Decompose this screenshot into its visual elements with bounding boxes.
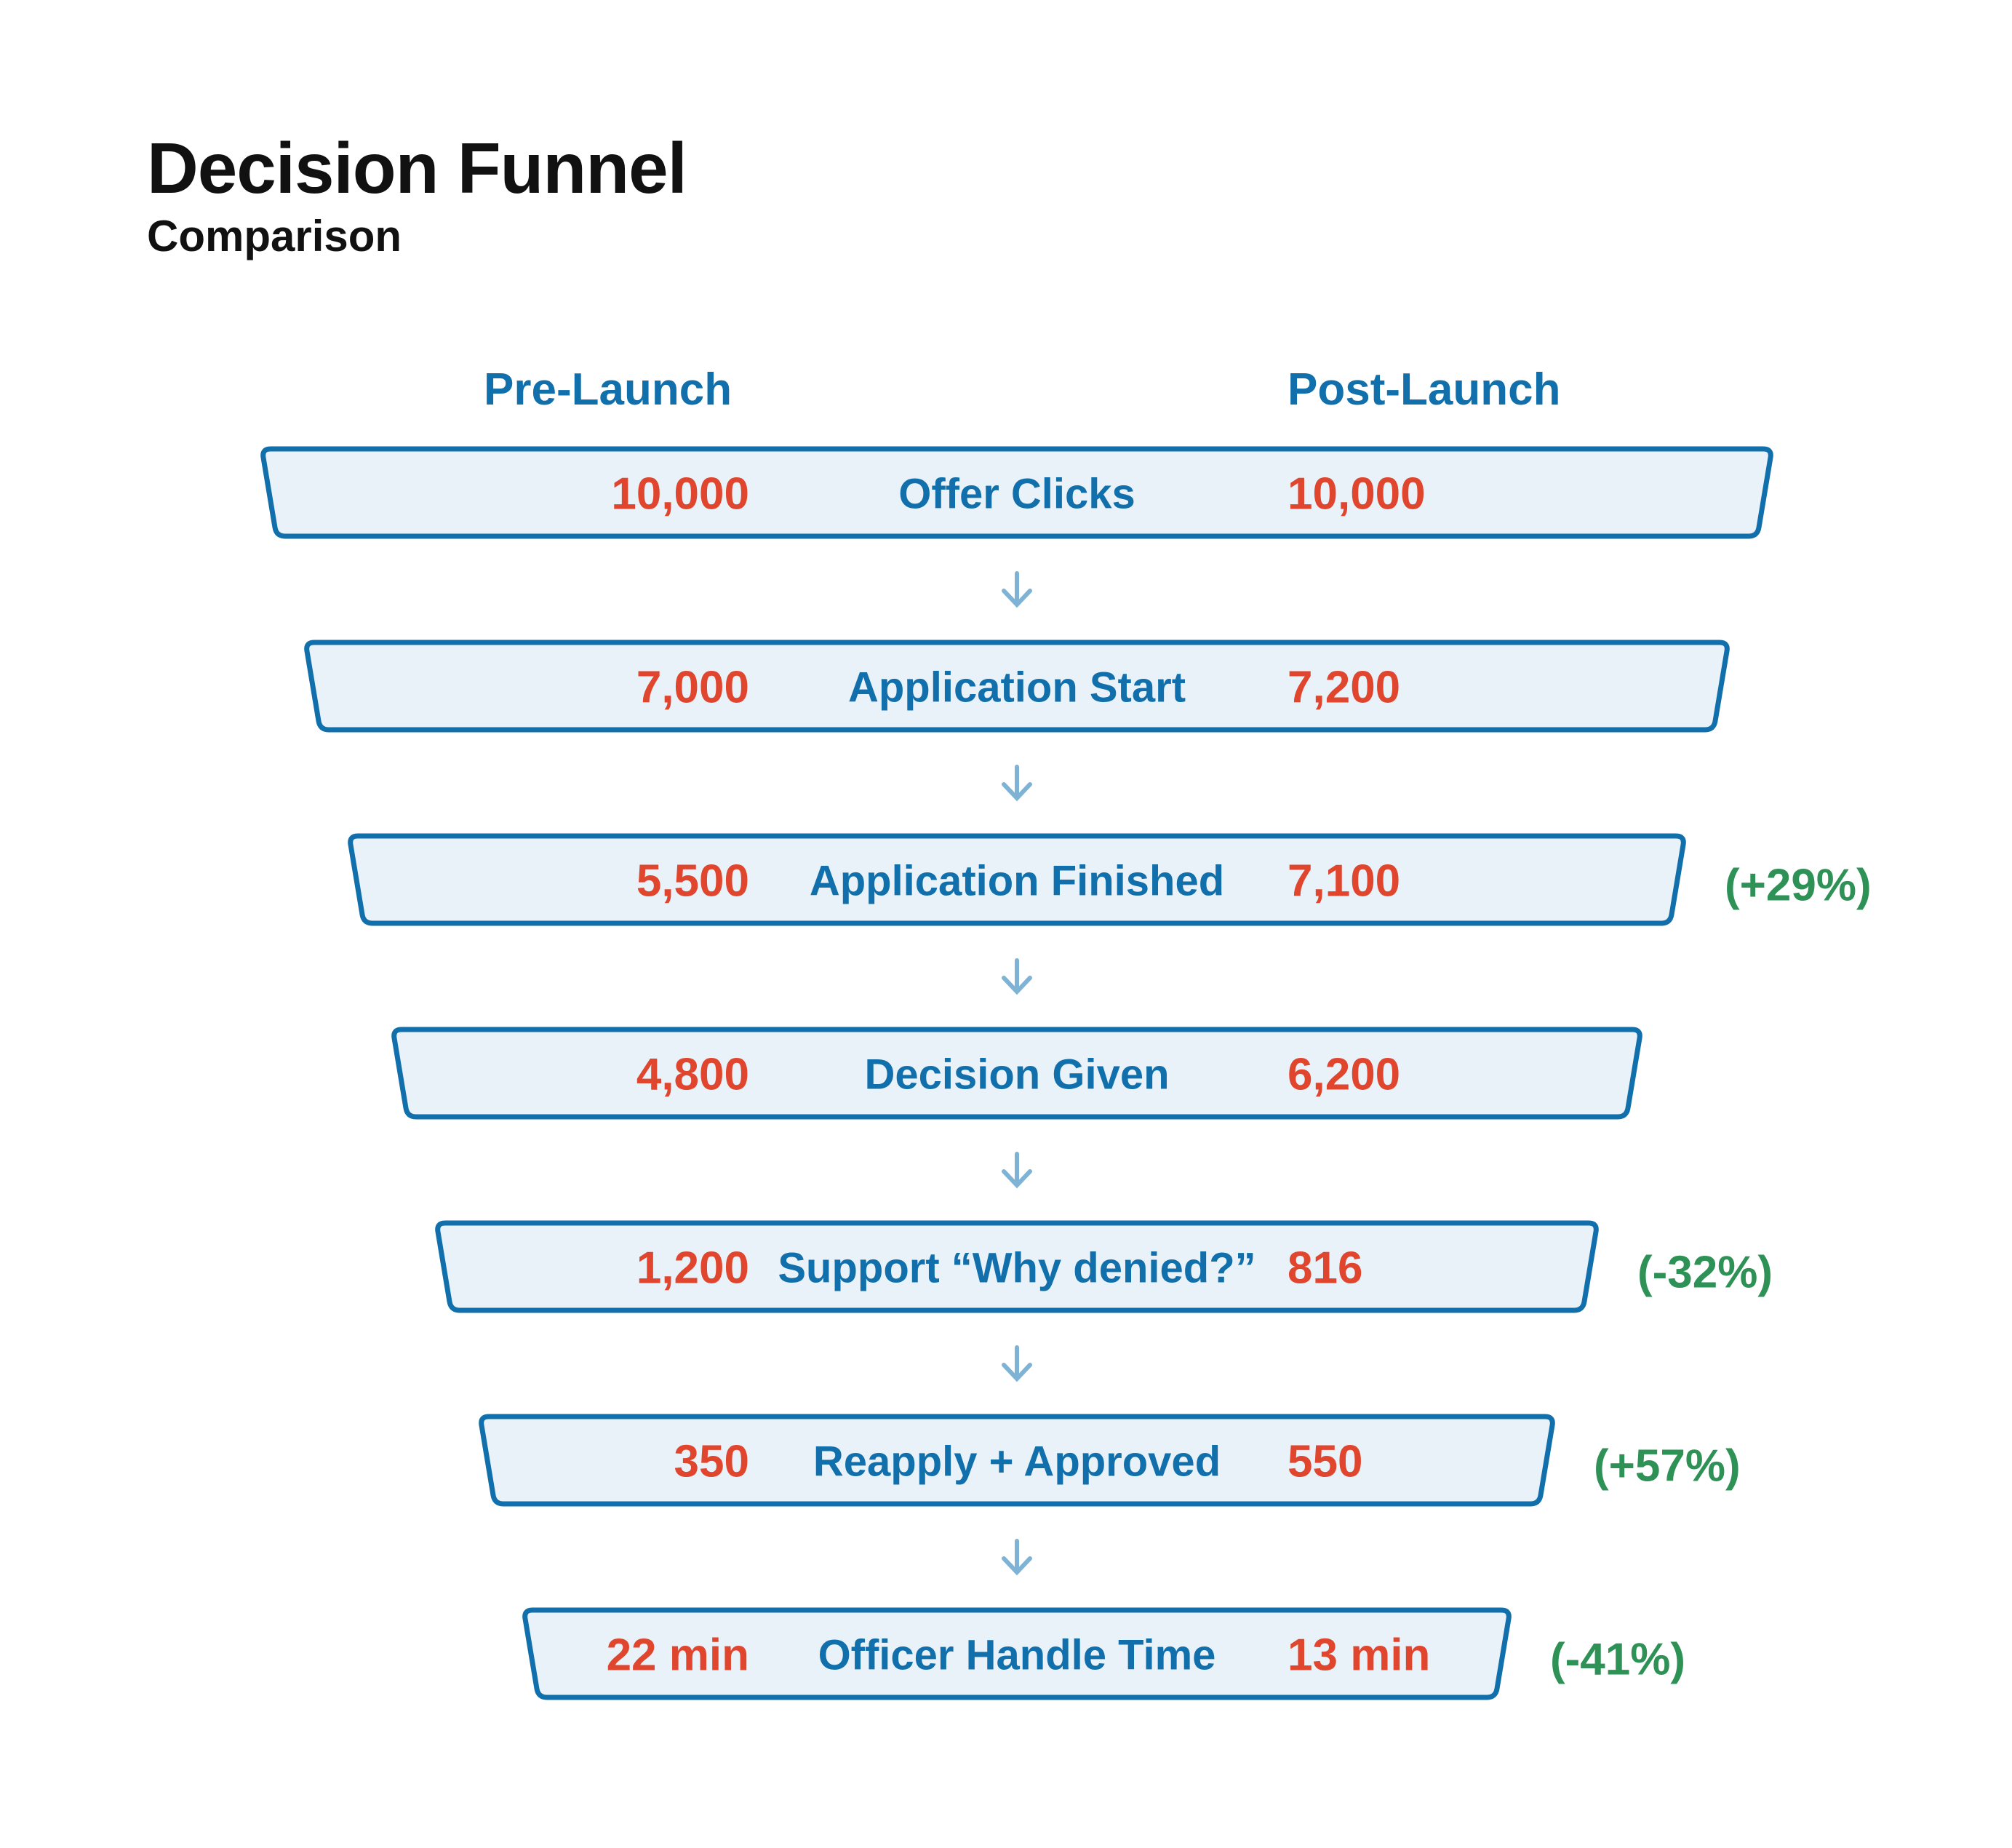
post-launch-value: 13 min — [1288, 1630, 1430, 1681]
change-percentage: (-32%) — [1637, 1248, 1773, 1298]
stage-box — [391, 1027, 1642, 1120]
diagram-title: Decision Funnel — [147, 128, 687, 208]
pre-launch-value: 22 min — [607, 1630, 749, 1681]
post-launch-value: 10,000 — [1288, 469, 1426, 519]
stage-box — [479, 1414, 1555, 1507]
post-launch-header: Post-Launch — [1288, 365, 1561, 415]
down-arrow-icon — [1002, 571, 1032, 608]
stage-label: Support “Why denied?” — [778, 1245, 1255, 1292]
down-arrow-icon — [1002, 765, 1032, 802]
funnel-stage-reapply-approved: 350 Reapply + Approved 550 (+57%) — [479, 1414, 1741, 1507]
down-arrow-icon — [1002, 958, 1032, 995]
pre-launch-value: 4,800 — [636, 1050, 749, 1100]
stage-label: Officer Handle Time — [818, 1632, 1216, 1679]
pre-launch-value: 7,000 — [636, 663, 749, 713]
stage-box — [435, 1220, 1599, 1313]
stage-box — [260, 446, 1773, 539]
pre-launch-value: 350 — [674, 1437, 749, 1487]
post-launch-value: 550 — [1288, 1437, 1362, 1487]
stage-box — [522, 1607, 1512, 1700]
down-arrow-icon — [1002, 1152, 1032, 1189]
post-launch-value: 7,100 — [1288, 856, 1400, 907]
pre-launch-value: 1,200 — [636, 1243, 749, 1294]
change-percentage: (-41%) — [1550, 1635, 1685, 1685]
stage-label: Application Start — [848, 664, 1186, 712]
pre-launch-value: 10,000 — [611, 469, 749, 519]
stage-label: Offer Clicks — [898, 471, 1135, 518]
stage-box — [348, 833, 1686, 926]
diagram-subtitle: Comparison — [147, 212, 402, 260]
funnel-stage-officer-handle-time: 22 min Officer Handle Time 13 min (-41%) — [522, 1607, 1685, 1700]
down-arrow-icon — [1002, 1539, 1032, 1576]
change-percentage: (+57%) — [1594, 1441, 1741, 1491]
post-launch-value: 6,200 — [1288, 1050, 1400, 1100]
funnel-stage-application-start: 7,000 Application Start 7,200 — [304, 640, 1730, 733]
pre-launch-value: 5,500 — [636, 856, 749, 907]
stage-label: Reapply + Approved — [813, 1438, 1221, 1486]
pre-launch-header: Pre-Launch — [484, 365, 732, 415]
stage-label: Decision Given — [864, 1051, 1169, 1099]
funnel-stage-offer-clicks: 10,000 Offer Clicks 10,000 — [260, 446, 1773, 539]
stage-label: Application Finished — [810, 858, 1224, 905]
funnel-arrows — [1002, 571, 1032, 1576]
down-arrow-icon — [1002, 1345, 1032, 1382]
funnel-stage-decision-given: 4,800 Decision Given 6,200 — [391, 1027, 1642, 1120]
post-launch-value: 816 — [1288, 1243, 1362, 1294]
funnel-stage-application-finished: 5,500 Application Finished 7,100 (+29%) — [348, 833, 1872, 926]
post-launch-value: 7,200 — [1288, 663, 1400, 713]
funnel-stage-support-why-denied: 1,200 Support “Why denied?” 816 (-32%) — [435, 1220, 1773, 1313]
change-percentage: (+29%) — [1725, 861, 1872, 911]
stage-box — [304, 640, 1730, 733]
